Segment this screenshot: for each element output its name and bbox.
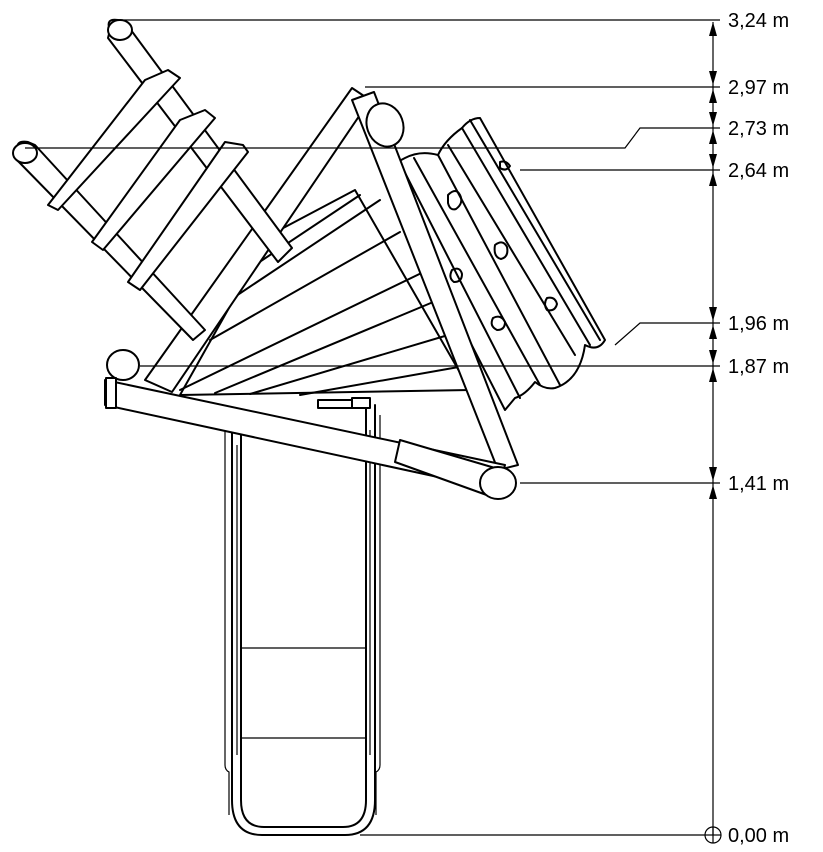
arrow-head-icon — [709, 154, 717, 168]
dimension-lines: 3,24 m 2,97 m 2,73 m 2,64 m 1,96 m 1,87 … — [25, 10, 789, 847]
dimension-label-1-41: 1,41 m — [728, 473, 789, 495]
arrow-head-icon — [709, 307, 717, 321]
dimension-label-3-24: 3,24 m — [728, 10, 789, 32]
arrow-head-icon — [709, 350, 717, 364]
dimension-label-2-64: 2,64 m — [728, 160, 789, 182]
dimension-label-0-00: 0,00 m — [728, 825, 789, 847]
deck-frame — [104, 87, 519, 500]
arrow-head-icon — [709, 368, 717, 382]
dimension-label-1-87: 1,87 m — [728, 356, 789, 378]
climbing-wall — [381, 117, 606, 411]
slide — [224, 404, 381, 836]
arrow-head-icon — [709, 172, 717, 186]
arrow-head-icon — [709, 485, 717, 499]
arrow-head-icon — [709, 112, 717, 126]
dimension-label-2-97: 2,97 m — [728, 77, 789, 99]
arrow-head-icon — [709, 71, 717, 85]
arrow-head-icon — [709, 467, 717, 481]
arrow-head-icon — [709, 325, 717, 339]
dimension-label-2-73: 2,73 m — [728, 118, 789, 140]
dimension-label-1-96: 1,96 m — [728, 313, 789, 335]
arrow-head-icon — [709, 130, 717, 144]
ladder — [12, 18, 293, 341]
arrow-head-icon — [709, 89, 717, 103]
arrow-head-icon — [709, 22, 717, 36]
origin-circle-icon — [704, 826, 722, 844]
